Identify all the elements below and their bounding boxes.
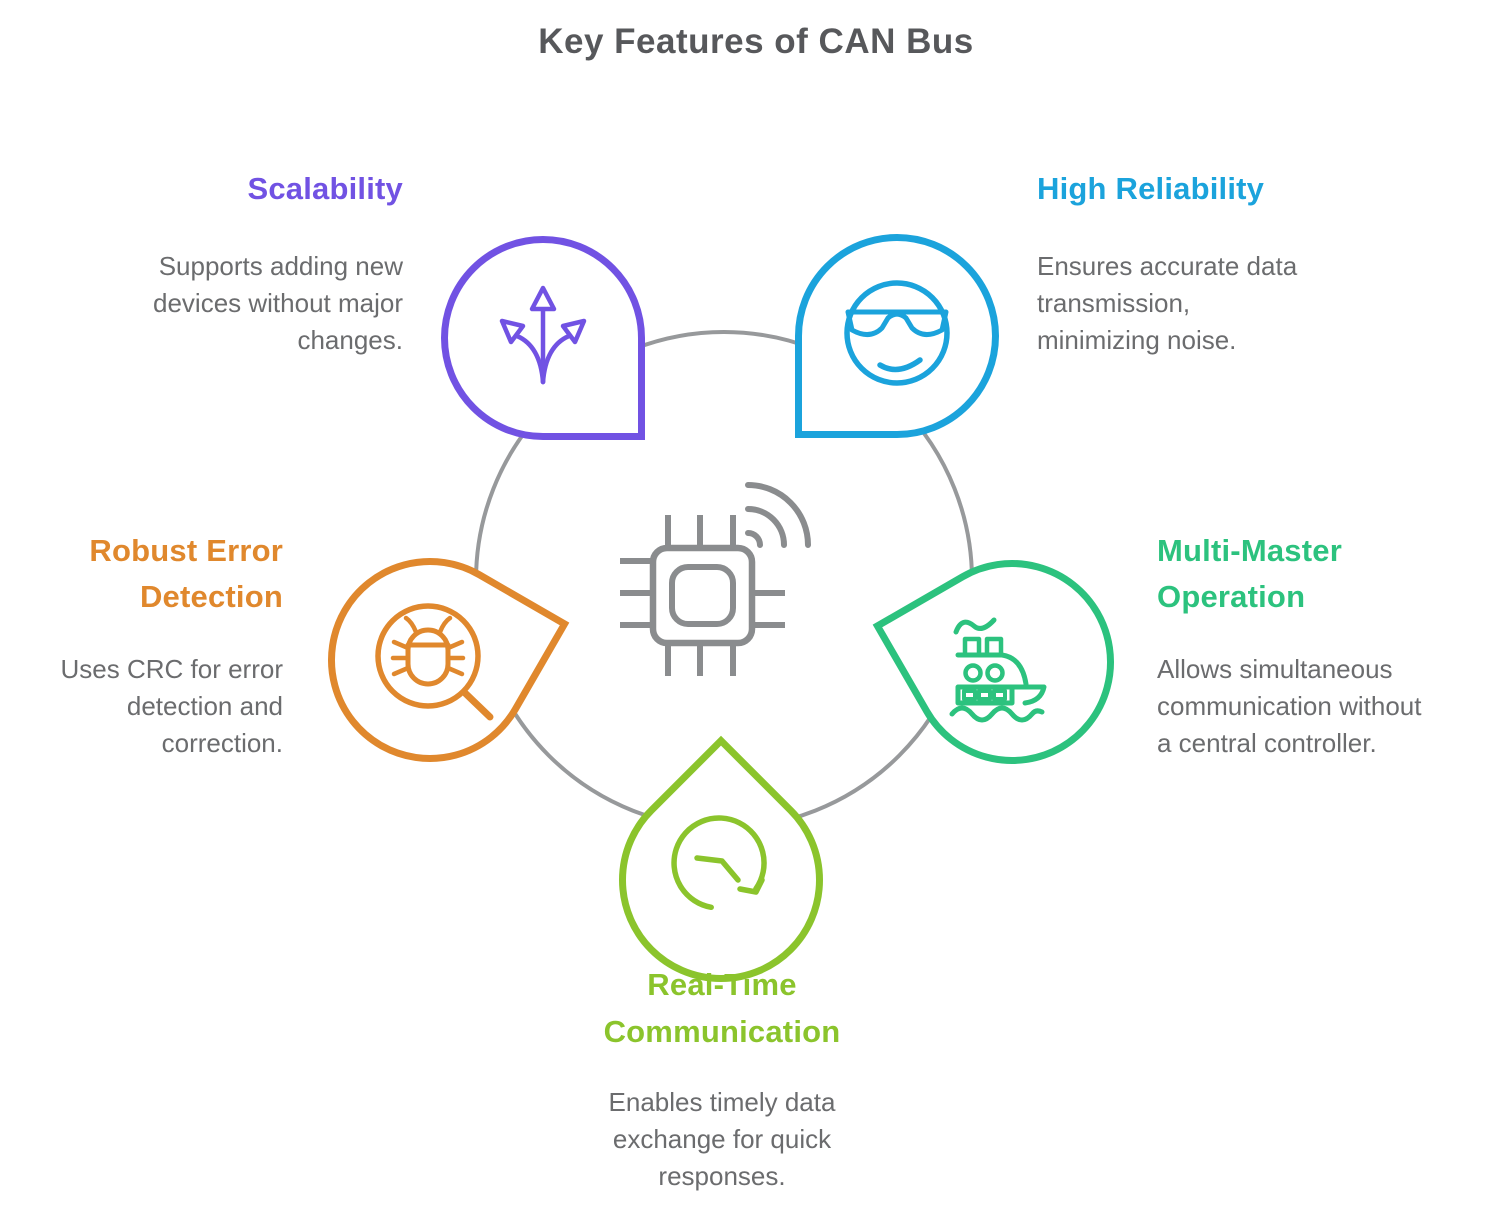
cool-face-icon	[832, 268, 962, 398]
feature-title: Scalability	[247, 171, 403, 206]
feature-multi-master-operation: Multi-Master Operation Allows simultaneo…	[1157, 528, 1512, 762]
feature-scalability: Scalability Supports adding new devices …	[43, 166, 403, 359]
ship-icon	[930, 584, 1090, 744]
feature-high-reliability: High Reliability Ensures accurate data t…	[1037, 166, 1397, 359]
bug-magnifier-icon	[360, 586, 500, 726]
feature-description: Uses CRC for error detection and correct…	[60, 654, 283, 758]
high-reliability-bubble	[795, 234, 999, 438]
feature-title: Real-Time Communication	[603, 967, 841, 1049]
clock-arrow-icon	[654, 798, 784, 928]
scalability-bubble	[441, 236, 645, 440]
feature-title: Robust Error Detection	[89, 533, 283, 614]
branch-arrows-icon	[483, 278, 603, 398]
feature-robust-error-detection: Robust Error Detection Uses CRC for erro…	[0, 528, 283, 762]
feature-title: High Reliability	[1037, 171, 1265, 206]
feature-description: Enables timely data exchange for quick r…	[608, 1087, 836, 1191]
feature-description: Ensures accurate data transmission, mini…	[1037, 251, 1298, 355]
feature-real-time-communication: Real-Time Communication Enables timely d…	[472, 961, 972, 1195]
diagram-title: Key Features of CAN Bus	[538, 22, 974, 61]
feature-title: Multi-Master Operation	[1157, 533, 1342, 614]
feature-description: Supports adding new devices without majo…	[153, 251, 403, 355]
chip-wifi-icon	[590, 480, 830, 690]
feature-description: Allows simultaneous communication withou…	[1157, 654, 1422, 758]
